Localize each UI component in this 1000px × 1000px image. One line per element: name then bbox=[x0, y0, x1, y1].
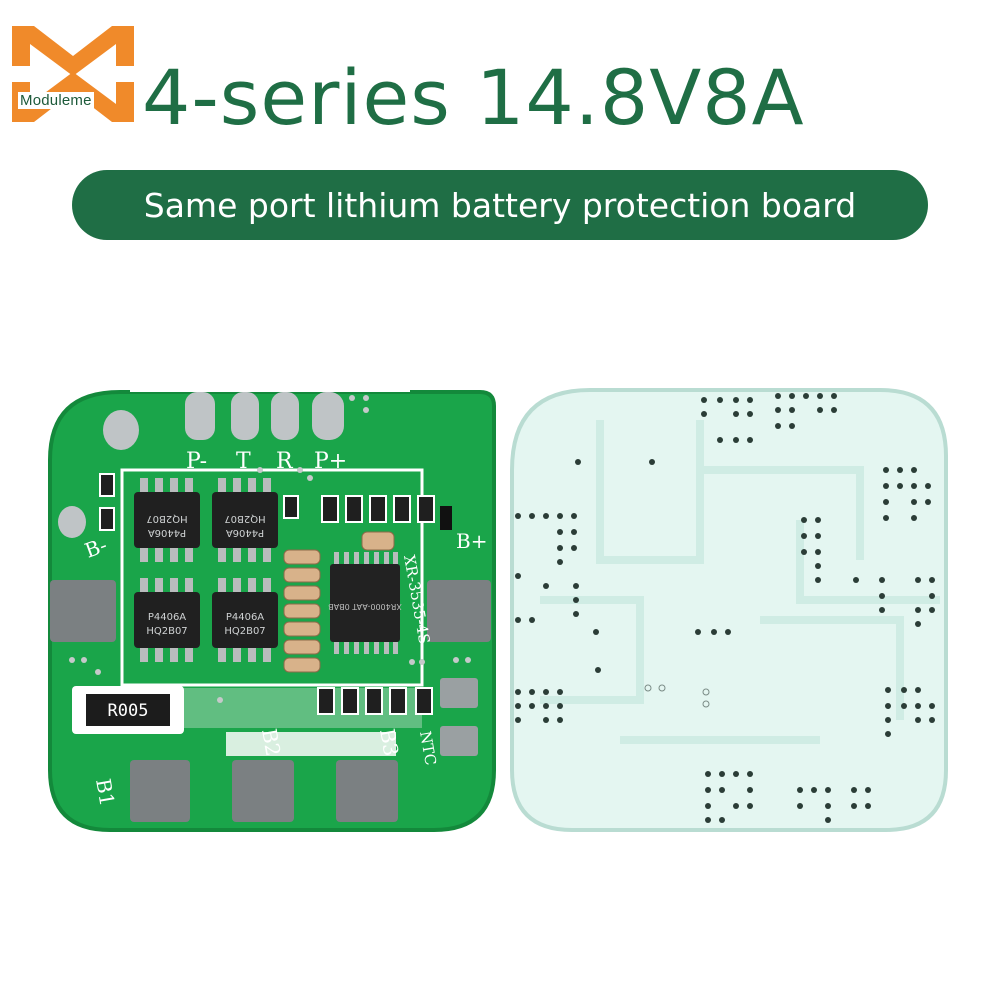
ic-mark: XR4000-AAT 0BAB bbox=[328, 602, 402, 611]
pcb-front: P- T R P+ B- B+ B1 B2 B3 NTC XR-3535-4S … bbox=[48, 380, 496, 832]
mosfet-3-mark-a: P4406A bbox=[148, 612, 186, 623]
pcb-label-b2: B2 bbox=[257, 727, 285, 758]
subtitle-banner: Same port lithium battery protection boa… bbox=[72, 170, 928, 240]
mosfets bbox=[134, 478, 278, 662]
mosfet-1-mark-a: HQ2B07 bbox=[146, 513, 187, 524]
mosfet-1-mark-b: P4406A bbox=[148, 527, 186, 538]
pcb-label-b-plus: B+ bbox=[456, 529, 487, 553]
page-title: 4-series 14.8V8A bbox=[142, 53, 805, 142]
shunt-resistor-mark: R005 bbox=[108, 701, 149, 721]
logo-text: Moduleme bbox=[18, 92, 94, 109]
pcb-label-b3: B3 bbox=[375, 727, 403, 758]
logo-m-mark bbox=[12, 26, 134, 122]
pcb-label-p-plus: P+ bbox=[314, 449, 347, 474]
mosfet-4-mark-b: HQ2B07 bbox=[224, 626, 265, 637]
pcb-label-r: R bbox=[276, 449, 294, 474]
top-pads bbox=[58, 392, 344, 538]
mosfet-4-mark-a: P4406A bbox=[226, 612, 264, 623]
brand-logo: Moduleme bbox=[12, 26, 134, 122]
mosfet-3-mark-b: HQ2B07 bbox=[146, 626, 187, 637]
pcb-label-b1: B1 bbox=[91, 777, 119, 808]
mosfet-2-mark-a: HQ2B07 bbox=[224, 513, 265, 524]
mosfet-2-mark-b: P4406A bbox=[226, 527, 264, 538]
pcb-back bbox=[510, 388, 948, 832]
pcb-label-t: T bbox=[236, 449, 251, 474]
pcb-label-p-minus: P- bbox=[186, 449, 207, 474]
subtitle-text: Same port lithium battery protection boa… bbox=[143, 185, 857, 225]
pcb-label-ntc: NTC bbox=[416, 730, 440, 767]
